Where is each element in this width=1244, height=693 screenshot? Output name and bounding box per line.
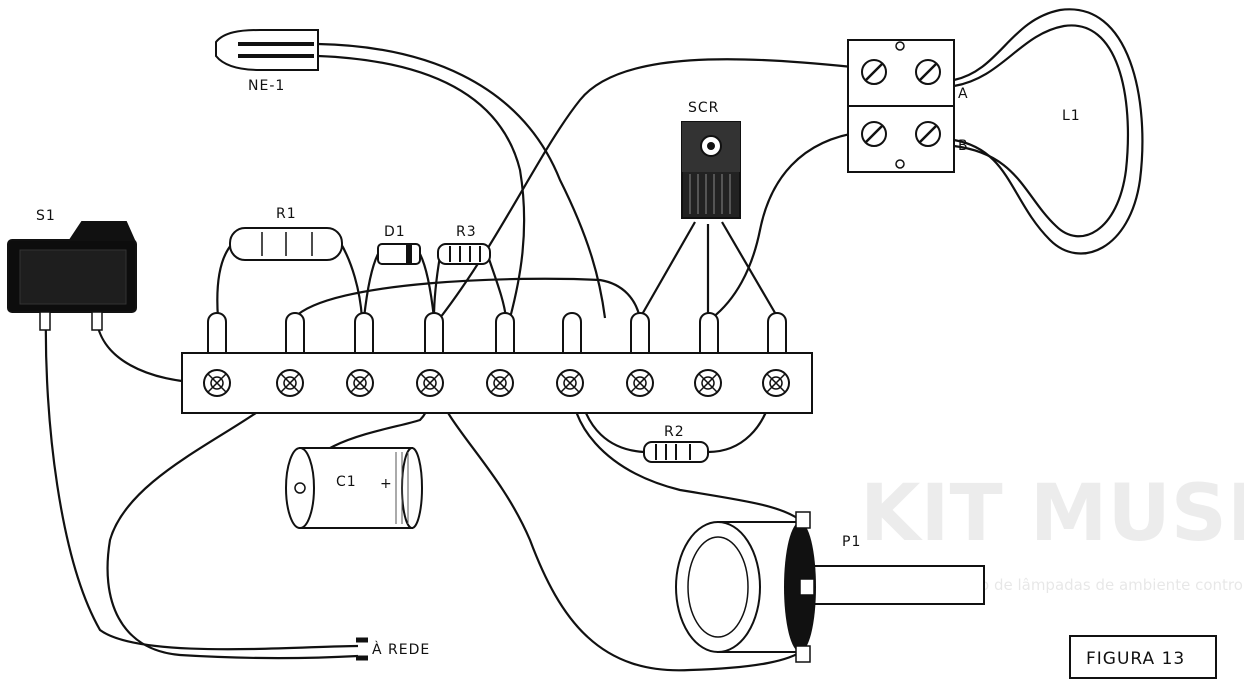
terminal-b-label: B	[958, 138, 969, 154]
p1-pin-bottom	[795, 645, 811, 663]
switch-rocker	[68, 221, 136, 241]
bleed-heading: KIT MUSICAL	[860, 469, 1244, 559]
wire-strip-to-mains	[106, 384, 359, 660]
strip-screws	[203, 369, 790, 397]
wire-scr-left	[639, 221, 696, 319]
c1-label: C1	[336, 474, 357, 490]
p1-shaft	[805, 565, 985, 605]
lug-6	[562, 312, 582, 356]
strip-screw-9	[762, 369, 790, 397]
wire-terminal-b	[711, 130, 863, 319]
wire-r3-right	[486, 255, 508, 319]
lug-9	[767, 312, 787, 356]
wire-terminal-a	[439, 58, 863, 319]
p1-label: P1	[842, 534, 861, 550]
d1-cathode-band	[406, 244, 412, 264]
strip-screw-8	[694, 369, 722, 397]
neon-lamp: NE-1	[215, 29, 319, 94]
strip-screw-7	[626, 369, 654, 397]
wire-r1-right	[339, 241, 364, 319]
l1-loop-outer	[953, 8, 1144, 255]
c1-back-cap	[401, 447, 423, 529]
wire-d1-left	[362, 253, 379, 319]
lug-2	[285, 312, 305, 356]
c1-polarity: +	[380, 476, 393, 492]
wire-jumper	[293, 277, 642, 319]
wire-ne1-lower	[317, 54, 526, 319]
switch-face	[19, 249, 127, 305]
c1-terminal	[294, 482, 306, 494]
figure-caption: FIGURA 13	[1069, 635, 1217, 679]
scr-fins	[689, 174, 731, 214]
l1-label: L1	[1062, 108, 1081, 124]
wire-p1-b	[570, 384, 801, 521]
strip-screw-5	[486, 369, 514, 397]
scr-label: SCR	[688, 100, 719, 116]
strip-screw-2	[276, 369, 304, 397]
terminal-screw-b2-slot	[919, 125, 937, 143]
lug-1	[207, 312, 227, 356]
lug-7	[630, 312, 650, 356]
r3-body	[437, 243, 491, 265]
mains-plug: À REDE	[356, 637, 430, 661]
capacitor-c1: C1 +	[285, 447, 423, 529]
diode-d1: D1	[377, 224, 421, 265]
wire-r3-left	[432, 255, 442, 319]
lug-8	[699, 312, 719, 356]
terminal-strip	[181, 312, 813, 414]
wire-r1-left	[216, 243, 233, 319]
terminal-block-hole-bottom	[895, 159, 905, 169]
d1-label: D1	[384, 224, 406, 240]
wire-scr-right	[721, 221, 779, 319]
switch-label: S1	[36, 208, 56, 224]
caption-box	[1069, 635, 1217, 679]
wire-s1-to-mains	[44, 311, 359, 651]
d1-body	[377, 243, 421, 265]
resistor-r2: R2	[643, 424, 709, 463]
lug-5	[495, 312, 515, 356]
switch-s1: S1	[7, 208, 137, 331]
neon-label: NE-1	[248, 78, 285, 94]
p1-pin-mid	[799, 578, 815, 596]
terminal-a-label: A	[958, 86, 969, 102]
load-l1: L1	[953, 8, 1144, 255]
wire-ne1-upper	[317, 42, 607, 319]
r3-label: R3	[456, 224, 477, 240]
terminal-screw-b1-slot	[865, 125, 883, 143]
neon-bulb-glass	[215, 29, 319, 71]
switch-pin-left	[39, 311, 51, 331]
p1-face	[675, 521, 761, 653]
r2-label: R2	[664, 424, 685, 440]
mains-label: À REDE	[372, 641, 430, 658]
lug-3	[354, 312, 374, 356]
scr-mount-hole-center	[707, 142, 715, 150]
lamp-terminal-block: A B	[847, 39, 969, 173]
strip-lugs	[207, 312, 787, 356]
terminal-block-hole-top	[895, 41, 905, 51]
caption-text: FIGURA 13	[1086, 649, 1185, 669]
strip-screw-6	[556, 369, 584, 397]
p1-pin-top	[795, 511, 811, 529]
terminal-screw-a1-slot	[865, 63, 883, 81]
l1-loop-inner	[953, 24, 1129, 238]
c1-shading	[395, 452, 409, 524]
strip-screw-4	[416, 369, 444, 397]
resistor-r1: R1	[229, 206, 343, 261]
p1-face-ring	[687, 536, 749, 638]
resistor-r3: R3	[437, 224, 491, 265]
potentiometer-p1: P1	[675, 511, 985, 663]
switch-pin-right	[91, 311, 103, 331]
strip-screw-1	[203, 369, 231, 397]
scr: SCR	[681, 100, 741, 219]
lug-4	[424, 312, 444, 356]
wire-d1-right	[419, 253, 436, 319]
wire-p1-a	[432, 384, 805, 672]
strip-screw-3	[346, 369, 374, 397]
r1-label: R1	[276, 206, 297, 222]
terminal-screw-a2-slot	[919, 63, 937, 81]
